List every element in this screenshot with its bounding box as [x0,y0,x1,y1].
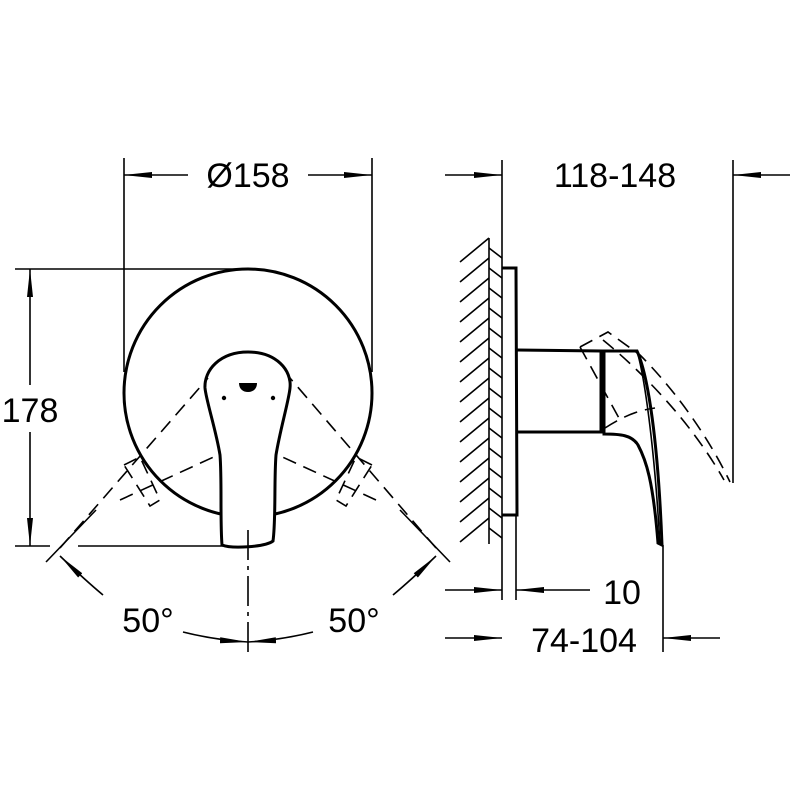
front-view: Ø158 178 [2,157,451,655]
handle-rotated-left-ghost [59,377,219,549]
wall-hatching [459,237,503,544]
angle-left-label: 50° [122,602,173,640]
angle-tick-left [45,509,97,563]
angle-arc-right-outer [392,555,437,596]
escutcheon-side [502,266,519,517]
handle-dot-left [221,395,227,401]
angle-right-label: 50° [328,602,379,640]
handle-dot-right [270,395,276,401]
lever-handle-front [203,350,292,549]
side-view: 118-148 [445,157,790,660]
angle-arc-left-inner [182,631,249,644]
angle-arc-left-outer [59,555,104,596]
handle-rotated-right-ghost [277,377,437,549]
logo-mark [239,383,257,392]
lever-handle-side [602,349,664,548]
depth-range-label: 74-104 [531,622,637,660]
angle-tick-right [399,509,451,563]
mixer-body-side [516,348,603,434]
angle-arc-right-inner [247,631,314,644]
projection-label: 118-148 [554,157,676,195]
diameter-label: Ø158 [206,157,289,195]
height-label: 178 [2,392,59,430]
handle-edge-line [636,350,661,546]
handle-raised-ghost [579,331,731,483]
plate-thickness-label: 10 [603,574,641,612]
